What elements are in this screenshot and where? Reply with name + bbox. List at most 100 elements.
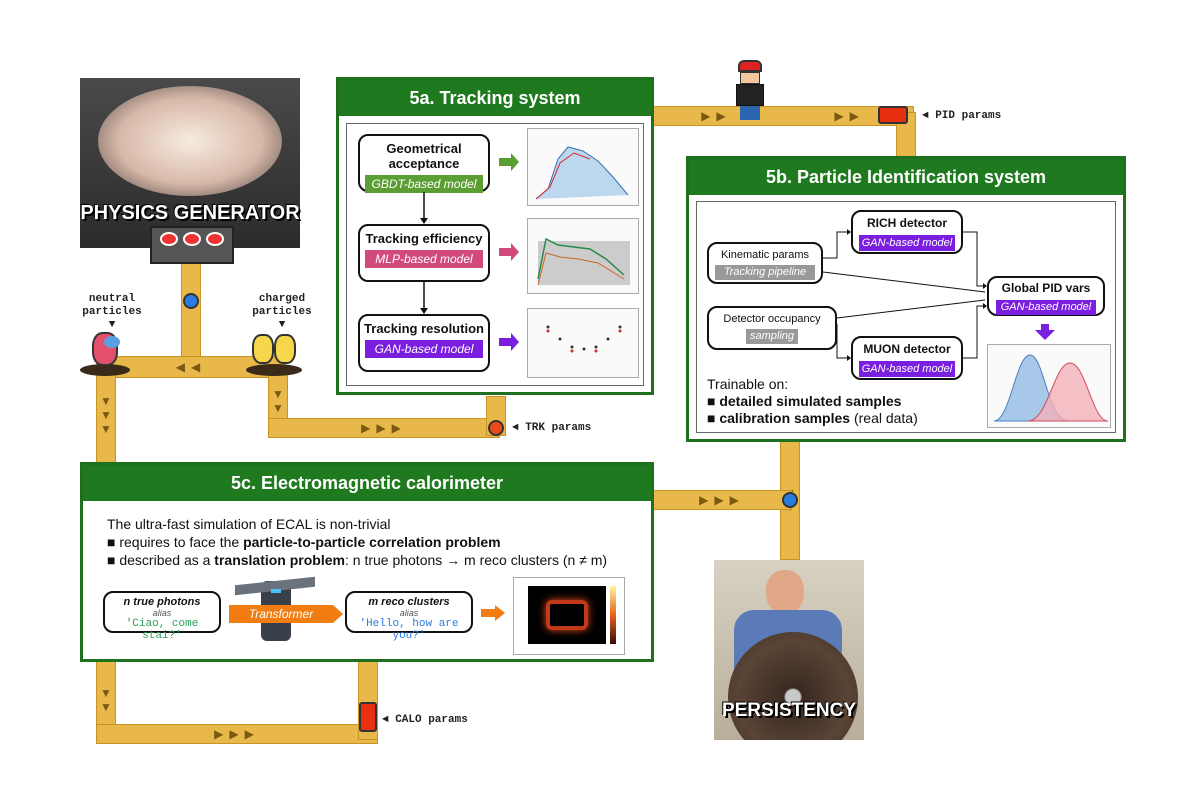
charged-particle-sprite	[246, 330, 302, 376]
tracking-pipeline-tag: Tracking pipeline	[715, 265, 815, 280]
transformer-label: Transformer	[248, 607, 314, 621]
trainer-sprite	[734, 60, 766, 122]
physics-generator-image: PHYSICS GENERATOR	[80, 78, 300, 248]
true-photons-title: n true photons	[123, 596, 201, 608]
pipe-ecal-bottom: ▶▶▶	[96, 724, 378, 744]
ecal-output-arrow	[481, 605, 505, 621]
tracking-efficiency-box: Tracking efficiency MLP-based model	[358, 224, 490, 282]
tracking-title: 5a. Tracking system	[339, 80, 651, 116]
sprite-head	[104, 336, 120, 348]
efficiency-plot	[527, 218, 639, 294]
pipe-ecal-down: ▼▼	[96, 660, 116, 740]
tracking-inner: Geometrical acceptance GBDT-based model …	[346, 123, 644, 386]
tracking-resolution-box: Tracking resolution GAN-based model	[358, 314, 490, 372]
kinematic-params-title: Kinematic params	[720, 249, 810, 261]
global-pid-box: Global PID vars GAN-based model	[987, 276, 1105, 316]
tracking-efficiency-title: Tracking efficiency	[365, 231, 483, 246]
trainable-item-simulated: ■ detailed simulated samples	[707, 393, 902, 409]
pipe-charged-to-trk: ▶▶▶	[268, 418, 500, 438]
pid-connectors	[822, 229, 1055, 361]
robot-eye	[271, 589, 281, 593]
trainer-legs	[740, 106, 760, 120]
trainable-text: Trainable on: ■ detailed simulated sampl…	[707, 376, 918, 427]
persistency-image: PERSISTENCY	[714, 560, 864, 740]
pid-inner: RICH detector GAN-based model MUON detec…	[696, 201, 1116, 433]
muon-model-tag: GAN-based model	[859, 361, 955, 377]
reco-clusters-title: m reco clusters	[368, 596, 450, 608]
machine-ball-2	[183, 232, 201, 246]
transformer-arrow-shape	[229, 605, 343, 623]
sprite-plus	[252, 334, 274, 364]
pipe-tracking-to-pid: ▶▶ ▶▶	[652, 106, 914, 126]
pipe-valve-pid	[878, 106, 908, 124]
machine-ball-1	[160, 232, 178, 246]
pipe-valve-persistency	[782, 492, 798, 508]
rich-detector-box: RICH detector GAN-based model	[851, 210, 963, 254]
neutral-particles-label: neutral particles▼	[82, 293, 142, 331]
reco-clusters-alias: alias	[399, 608, 419, 618]
disk-platter	[728, 632, 858, 740]
trainer-face	[740, 72, 760, 84]
sprite-shadow	[246, 364, 302, 376]
persistency-label: PERSISTENCY	[721, 700, 857, 721]
generator-machine	[150, 226, 234, 264]
efficiency-curve	[537, 237, 630, 286]
calo-params-label: ◄ CALO params	[382, 714, 468, 726]
global-pid-model-tag: GAN-based model	[996, 300, 1096, 315]
sampling-tag: sampling	[746, 329, 798, 344]
true-photons-box: n true photons alias 'Ciao, come stai?'	[103, 591, 221, 642]
sprite-minus	[274, 334, 296, 364]
detector-occupancy-title: Detector occupancy	[723, 313, 821, 325]
true-photons-alias: alias	[152, 608, 172, 618]
pipe-neutral-down: ▼▼▼	[96, 366, 116, 464]
ecal-panel: 5c. Electromagnetic calorimeter The ultr…	[80, 462, 654, 662]
ecal-line-2: ■ requires to face the particle-to-parti…	[107, 534, 501, 550]
ecal-heatmap-plot	[513, 577, 625, 655]
pid-likelihood-curves	[993, 354, 1109, 422]
charged-particles-label: charged particles▼	[252, 293, 312, 331]
gbdt-model-tag: GBDT-based model	[365, 175, 483, 193]
trk-params-label: ◄ TRK params	[512, 422, 592, 434]
trainer-body	[736, 84, 764, 106]
pid-title: 5b. Particle Identification system	[689, 159, 1123, 195]
resolution-plot	[527, 308, 639, 378]
sprite-shadow	[80, 364, 130, 376]
trainable-item-calibration: ■ calibration samples (real data)	[707, 410, 918, 426]
person-head	[766, 570, 804, 614]
pipe-valve-calo	[359, 702, 377, 732]
ecal-title: 5c. Electromagnetic calorimeter	[83, 465, 651, 501]
resolution-points	[546, 325, 622, 353]
pid-params-label: ◄ PID params	[922, 110, 1002, 122]
muon-detector-box: MUON detector GAN-based model	[851, 336, 963, 380]
pipe-valve-trk	[488, 420, 504, 436]
ecal-description: The ultra-fast simulation of ECAL is non…	[107, 515, 607, 569]
trainable-title: Trainable on:	[707, 376, 789, 392]
muon-detector-title: MUON detector	[863, 342, 951, 356]
heatmap-ring	[546, 600, 588, 630]
acceptance-plot	[527, 128, 639, 206]
heatmap-area	[528, 586, 606, 644]
physics-generator-label: PHYSICS GENERATOR	[80, 202, 300, 224]
heatmap-colorbar	[610, 586, 616, 644]
transformer-arrow: Transformer	[229, 605, 343, 623]
rich-model-tag: GAN-based model	[859, 235, 955, 251]
kinematic-params-box: Kinematic params Tracking pipeline	[707, 242, 823, 284]
acceptance-curve	[535, 146, 629, 200]
neutral-particle-sprite	[80, 330, 130, 376]
pipe-valve-blue	[183, 293, 199, 309]
pid-panel: 5b. Particle Identification system RICH …	[686, 156, 1126, 442]
pipe-ecal-to-persistency: ▶▶▶	[652, 490, 792, 510]
detector-occupancy-box: Detector occupancy sampling	[707, 306, 837, 350]
ecal-line-3: ■ described as a translation problem: n …	[107, 552, 608, 568]
reco-clusters-text: 'Hello, how are you?'	[359, 618, 459, 642]
gan-model-tag: GAN-based model	[365, 340, 483, 358]
machine-ball-3	[206, 232, 224, 246]
tracking-panel: 5a. Tracking system Geometrical acceptan…	[336, 77, 654, 395]
ecal-line-1: The ultra-fast simulation of ECAL is non…	[107, 516, 391, 532]
geometrical-acceptance-title: Geometrical acceptance	[386, 141, 462, 171]
rich-detector-title: RICH detector	[866, 216, 947, 230]
reco-clusters-box: m reco clusters alias 'Hello, how are yo…	[345, 591, 473, 642]
tracking-resolution-title: Tracking resolution	[364, 321, 484, 336]
geometrical-acceptance-box: Geometrical acceptance GBDT-based model	[358, 134, 490, 193]
true-photons-text: 'Ciao, come stai?'	[125, 618, 199, 642]
